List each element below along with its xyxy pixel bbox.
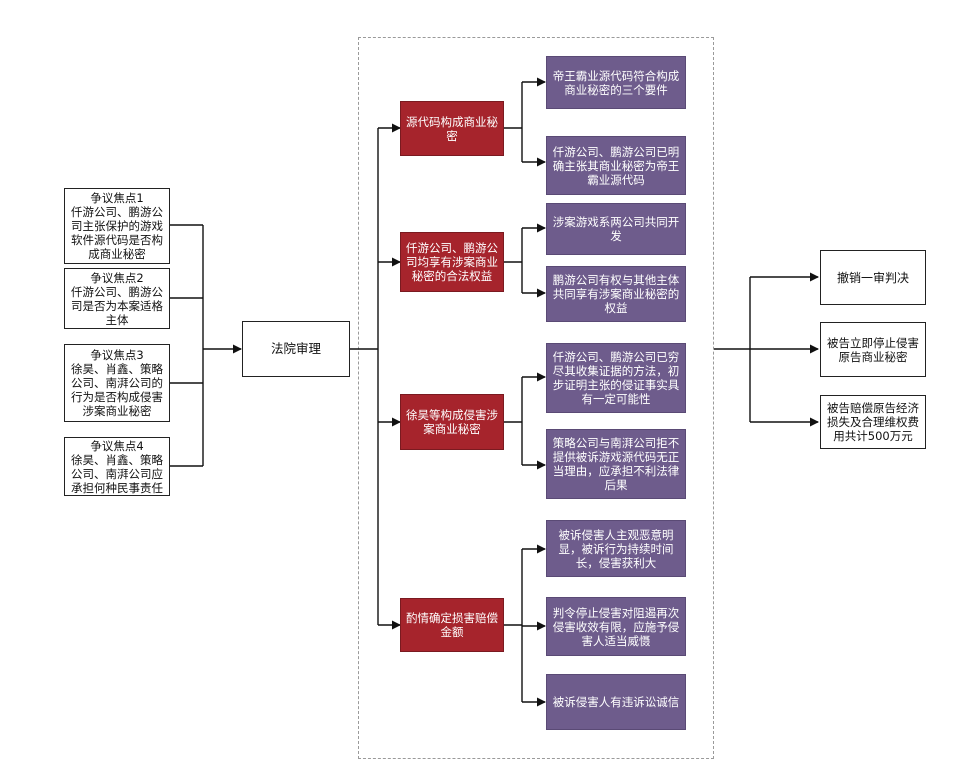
reason-box-4-1: 被诉侵害人主观恶意明显，被诉行为持续时间长，侵害获利大	[546, 520, 686, 577]
finding-box-2: 仟游公司、鹏游公司均享有涉案商业秘密的合法权益	[400, 232, 504, 292]
reason-box-2-2: 鹏游公司有权与其他主体共同享有涉案商业秘密的权益	[546, 266, 686, 322]
issue-connectors	[170, 224, 242, 467]
issue-box-1: 争议焦点1 仟游公司、鹏游公司主张保护的游戏软件源代码是否构成商业秘密	[64, 188, 170, 264]
finding-box-3: 徐昊等构成侵害涉案商业秘密	[400, 394, 504, 450]
court-connectors	[350, 123, 401, 630]
court-review-box: 法院审理	[242, 321, 350, 377]
finding-box-1: 源代码构成商业秘密	[400, 101, 504, 156]
outcome-connectors	[714, 272, 819, 427]
finding-connectors	[504, 77, 546, 707]
reason-box-2-1: 涉案游戏系两公司共同开发	[546, 203, 686, 255]
finding-box-4: 酌情确定损害赔偿金额	[400, 598, 504, 652]
findings-region-frame	[358, 37, 714, 759]
reason-box-3-1: 仟游公司、鹏游公司已穷尽其收集证据的方法，初步证明主张的侵证事实具有一定可能性	[546, 343, 686, 413]
issue-box-4: 争议焦点4 徐昊、肖鑫、策略公司、南湃公司应承担何种民事责任	[64, 437, 170, 496]
reason-box-1-1: 帝王霸业源代码符合构成商业秘密的三个要件	[546, 56, 686, 109]
outcome-box-2: 被告立即停止侵害原告商业秘密	[820, 322, 926, 377]
reason-box-1-2: 仟游公司、鹏游公司已明确主张其商业秘密为帝王霸业源代码	[546, 136, 686, 195]
outcome-box-3: 被告赔偿原告经济损失及合理维权费用共计500万元	[820, 395, 926, 449]
outcome-box-1: 撤销一审判决	[820, 250, 926, 305]
reason-box-4-3: 被诉侵害人有违诉讼诚信	[546, 674, 686, 730]
reason-box-3-2: 策略公司与南湃公司拒不提供被诉游戏源代码无正当理由，应承担不利法律后果	[546, 429, 686, 499]
issue-box-2: 争议焦点2 仟游公司、鹏游公司是否为本案适格主体	[64, 268, 170, 329]
reason-box-4-2: 判令停止侵害对阻遏再次侵害收效有限，应施予侵害人适当威慑	[546, 597, 686, 656]
issue-box-3: 争议焦点3 徐昊、肖鑫、策略公司、南湃公司的行为是否构成侵害涉案商业秘密	[64, 344, 170, 422]
